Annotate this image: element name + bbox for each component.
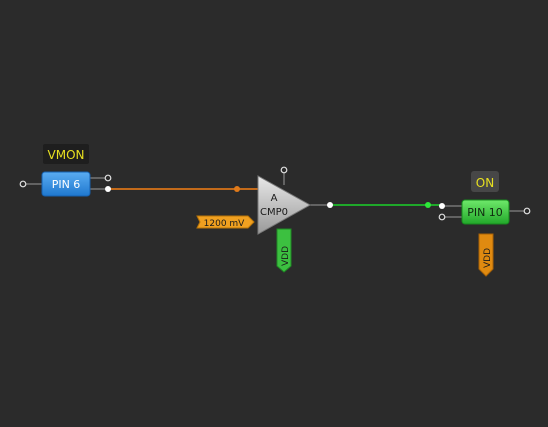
comparator-vdd-label: VDD <box>281 246 291 266</box>
pin-10-oe-node[interactable] <box>438 213 446 221</box>
pin-10-label: PIN 10 <box>467 206 503 219</box>
wire-output-junction[interactable] <box>425 202 431 208</box>
comparator-vdd-flag[interactable]: VDD <box>276 228 292 273</box>
pin-10-pad-node[interactable] <box>523 207 531 215</box>
comparator-out-node[interactable] <box>327 202 333 208</box>
comparator-top-node[interactable] <box>280 166 288 174</box>
comparator-name: CMP0 <box>260 207 288 218</box>
pin-6-label: PIN 6 <box>52 178 81 191</box>
vmon-label-text: VMON <box>48 148 85 162</box>
pin-6-pad-node[interactable] <box>19 180 27 188</box>
on-label-text: ON <box>476 176 494 190</box>
pin-10-block[interactable]: PIN 10 <box>461 199 510 225</box>
vref-value: 1200 mV <box>204 219 246 229</box>
comparator-channel: A <box>271 193 278 204</box>
pin-6-aux-node[interactable] <box>104 174 112 182</box>
pin-6-block[interactable]: PIN 6 <box>41 171 91 197</box>
pin-10-in-node[interactable] <box>439 203 445 209</box>
vmon-label[interactable]: VMON <box>43 144 89 164</box>
output-vdd-label: VDD <box>483 248 493 268</box>
on-label[interactable]: ON <box>471 171 499 192</box>
pin-6-out-node[interactable] <box>105 186 111 192</box>
connection-nodes[interactable] <box>19 166 531 221</box>
output-vdd-flag[interactable]: VDD <box>478 233 494 277</box>
comparator-cmp0[interactable]: A CMP0 <box>257 175 312 235</box>
vref-tag[interactable]: 1200 mV <box>196 215 255 229</box>
wire-input-junction[interactable] <box>234 186 240 192</box>
